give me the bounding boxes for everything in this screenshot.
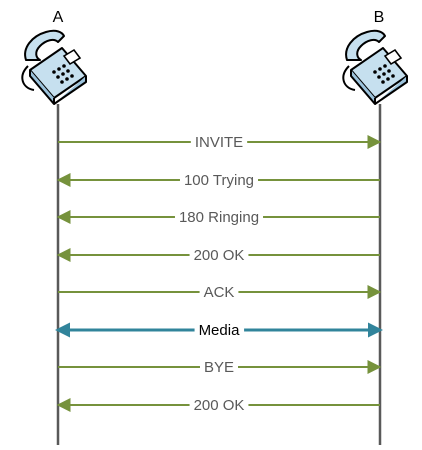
message-label-background [199,359,239,375]
desk-phone-icon [21,29,87,105]
message-arrow: ACK [58,284,382,301]
desk-phone-icon [342,29,408,105]
message-label-background [189,247,249,263]
message-arrow: BYE [58,359,382,376]
message-label-background [194,322,245,338]
message-label-background [189,397,249,413]
endpoint-a-label: A [53,9,64,26]
message-label: Media [199,322,241,339]
message-arrow: INVITE [58,134,382,151]
message-label-background [179,172,259,188]
message-label: 180 Ringing [179,209,259,226]
message-arrow: Media [55,322,383,339]
message-label: INVITE [195,134,243,151]
message-arrow: 200 OK [56,247,380,264]
message-arrow: 180 Ringing [56,209,380,226]
message-label-background [199,284,239,300]
message-arrow: 200 OK [56,397,380,414]
message-label-background [174,209,264,225]
message-label: 100 Trying [184,172,254,189]
message-label-background [190,134,248,150]
message-label: 200 OK [194,397,245,414]
message-label: BYE [204,359,234,376]
message-arrow: 100 Trying [56,172,380,189]
endpoint-b-label: B [374,9,385,26]
message-label: ACK [204,284,235,301]
messages-layer: INVITE 100 Trying 180 Ringing 200 OK ACK Medi… [55,134,383,414]
message-label: 200 OK [194,247,245,264]
